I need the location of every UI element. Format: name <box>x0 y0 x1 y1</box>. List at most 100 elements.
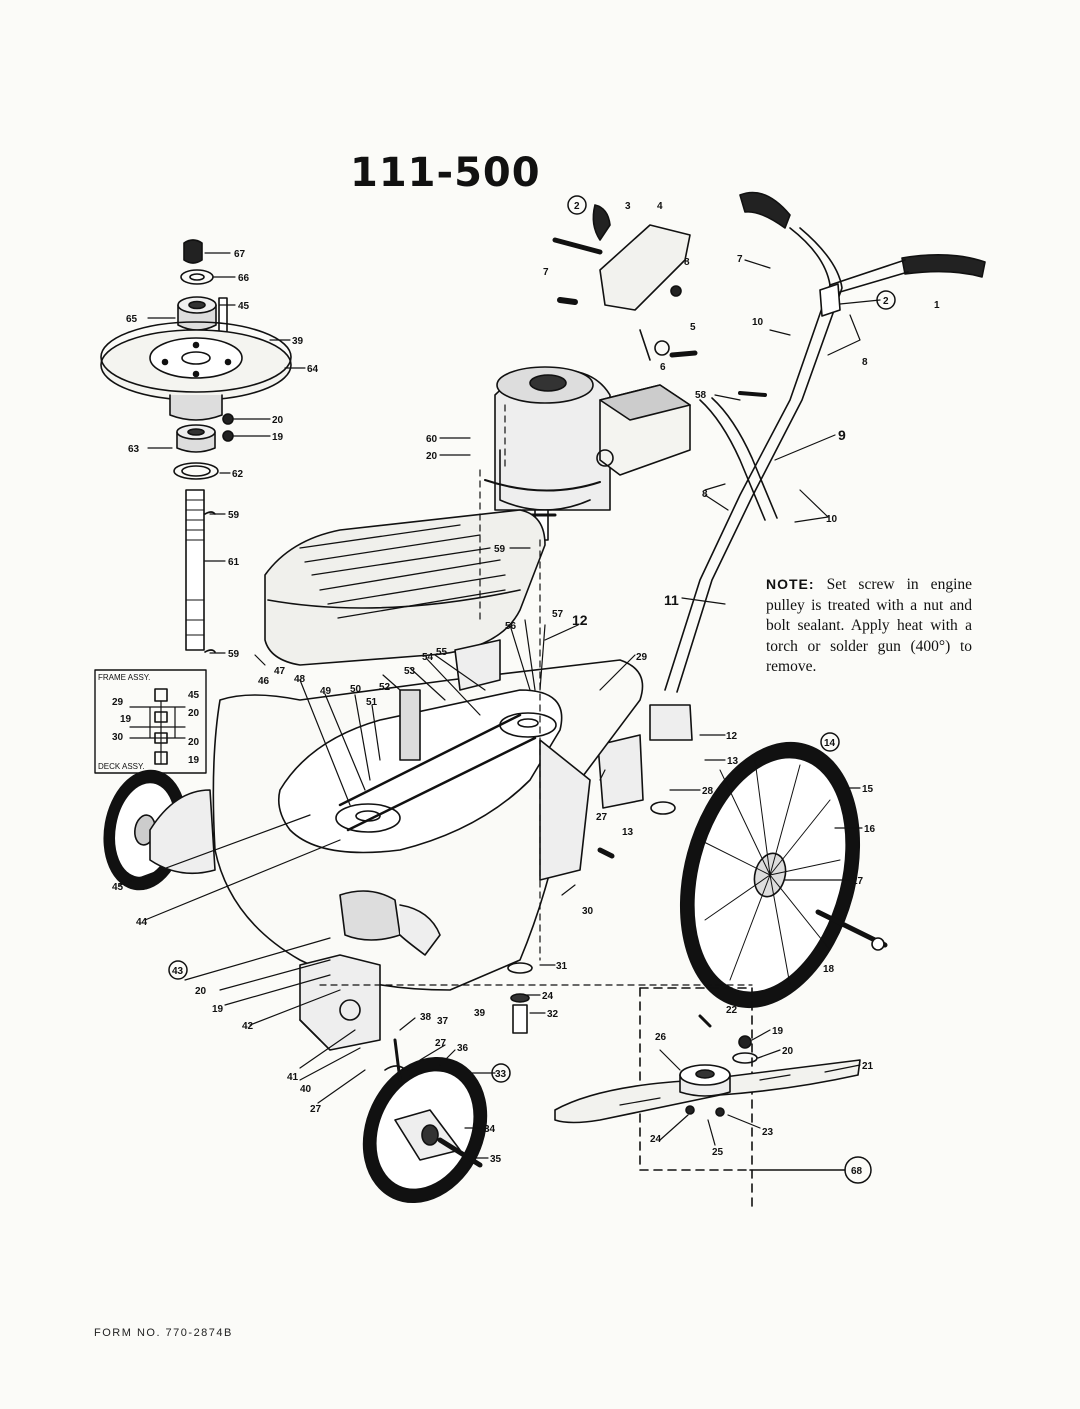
leader-lines <box>119 252 881 1159</box>
part-label: 27 <box>310 1104 322 1115</box>
part-label: 7 <box>737 254 743 265</box>
center-hardware-drawing <box>507 801 676 1034</box>
part-label: 13 <box>727 756 739 767</box>
part-label: 23 <box>762 1127 774 1138</box>
part-label: 30 <box>112 732 124 743</box>
part-label: 28 <box>702 786 714 797</box>
part-label: 45 <box>238 301 250 312</box>
part-label: 20 <box>188 737 200 748</box>
part-label: 8 <box>862 357 868 368</box>
part-label: 7 <box>543 267 549 278</box>
part-label: 16 <box>864 824 876 835</box>
part-label: 17 <box>852 876 864 887</box>
part-label: 54 <box>422 652 434 663</box>
part-label: 49 <box>320 686 332 697</box>
note-text: Set screw in engine pulley is treated wi… <box>766 576 973 675</box>
part-label: 61 <box>228 557 240 568</box>
part-label: 66 <box>238 273 250 284</box>
part-label: 30 <box>582 906 594 917</box>
part-label: 5 <box>690 322 696 333</box>
part-label: 59 <box>228 510 240 521</box>
part-label: 29 <box>636 652 648 663</box>
part-label: 29 <box>112 697 124 708</box>
part-label: 68 <box>851 1166 863 1177</box>
part-label: 26 <box>655 1032 667 1043</box>
part-label: 20 <box>272 415 284 426</box>
part-label: 59 <box>228 649 240 660</box>
part-label: 13 <box>622 827 634 838</box>
part-label: 22 <box>726 1005 738 1016</box>
deck-assy-label: DECK ASSY. <box>98 762 145 771</box>
part-label: 63 <box>128 444 140 455</box>
part-label: 24 <box>650 1134 662 1145</box>
part-label: 31 <box>556 961 568 972</box>
part-label: 46 <box>258 676 270 687</box>
part-label: 10 <box>752 317 764 328</box>
model-number-title: 111-500 <box>350 150 541 196</box>
part-label: 48 <box>294 674 306 685</box>
part-label: 56 <box>505 621 517 632</box>
part-label: 20 <box>188 708 200 719</box>
part-label: 40 <box>300 1084 312 1095</box>
part-label: 67 <box>234 249 246 260</box>
part-label: 20 <box>195 986 207 997</box>
part-label: 52 <box>379 682 391 693</box>
part-label: 62 <box>232 469 244 480</box>
part-label: 25 <box>712 1147 724 1158</box>
part-label: 57 <box>552 609 564 620</box>
part-label: 27 <box>596 812 608 823</box>
part-label: 50 <box>350 684 362 695</box>
part-label: 19 <box>120 714 132 725</box>
part-label: 45 <box>188 690 200 701</box>
part-label: 15 <box>862 784 874 795</box>
part-label: 1 <box>934 300 940 311</box>
part-label: 35 <box>490 1154 502 1165</box>
rear-wheel-drawing <box>679 741 888 1009</box>
part-label: 34 <box>484 1124 496 1135</box>
front-wheel-drawing <box>362 1038 488 1204</box>
part-label: 21 <box>862 1061 874 1072</box>
part-label: 20 <box>782 1046 794 1057</box>
part-label: 64 <box>307 364 319 375</box>
part-label: 43 <box>172 966 184 977</box>
set-screw-note: NOTE: Set screw in engine pulley is trea… <box>766 574 972 678</box>
part-label: 44 <box>136 917 148 928</box>
part-label: 2 <box>883 296 889 307</box>
part-label: 3 <box>625 201 631 212</box>
part-label: 33 <box>495 1069 507 1080</box>
part-label: 6 <box>660 362 666 373</box>
frame-assy-label: FRAME ASSY. <box>98 673 150 682</box>
part-label: 12 <box>572 612 588 628</box>
part-label: 27 <box>435 1038 447 1049</box>
blade-assembly-drawing <box>554 987 861 1211</box>
engine-drawing <box>484 366 691 541</box>
part-label: 65 <box>126 314 138 325</box>
part-label: 39 <box>292 336 304 347</box>
left-wheel-drawing <box>103 769 216 891</box>
note-lead: NOTE: <box>766 576 815 592</box>
form-number: FORM NO. 770-2874B <box>94 1327 233 1339</box>
part-label: 55 <box>436 647 448 658</box>
part-label: 58 <box>695 390 707 401</box>
alignment-lines <box>319 404 753 986</box>
part-label: 4 <box>657 201 663 212</box>
part-label: 19 <box>272 432 284 443</box>
part-label: 47 <box>274 666 286 677</box>
spindle-assembly-drawing <box>100 239 292 653</box>
control-bracket-drawing <box>552 204 698 361</box>
part-label: 19 <box>772 1026 784 1037</box>
part-label: 14 <box>824 738 836 749</box>
part-label: 38 <box>420 1012 432 1023</box>
part-label: 11 <box>664 592 679 608</box>
part-number-labels: 67 66 45 65 39 64 20 19 63 62 59 61 59 6… <box>98 201 940 1177</box>
callout-circles <box>168 195 896 1184</box>
belt-cover-drawing <box>264 509 546 666</box>
mower-deck-drawing <box>212 639 644 1051</box>
part-label: 9 <box>838 427 846 443</box>
part-label: 59 <box>494 544 506 555</box>
part-label: 41 <box>287 1072 299 1083</box>
part-label: 20 <box>426 451 438 462</box>
part-label: 53 <box>404 666 416 677</box>
